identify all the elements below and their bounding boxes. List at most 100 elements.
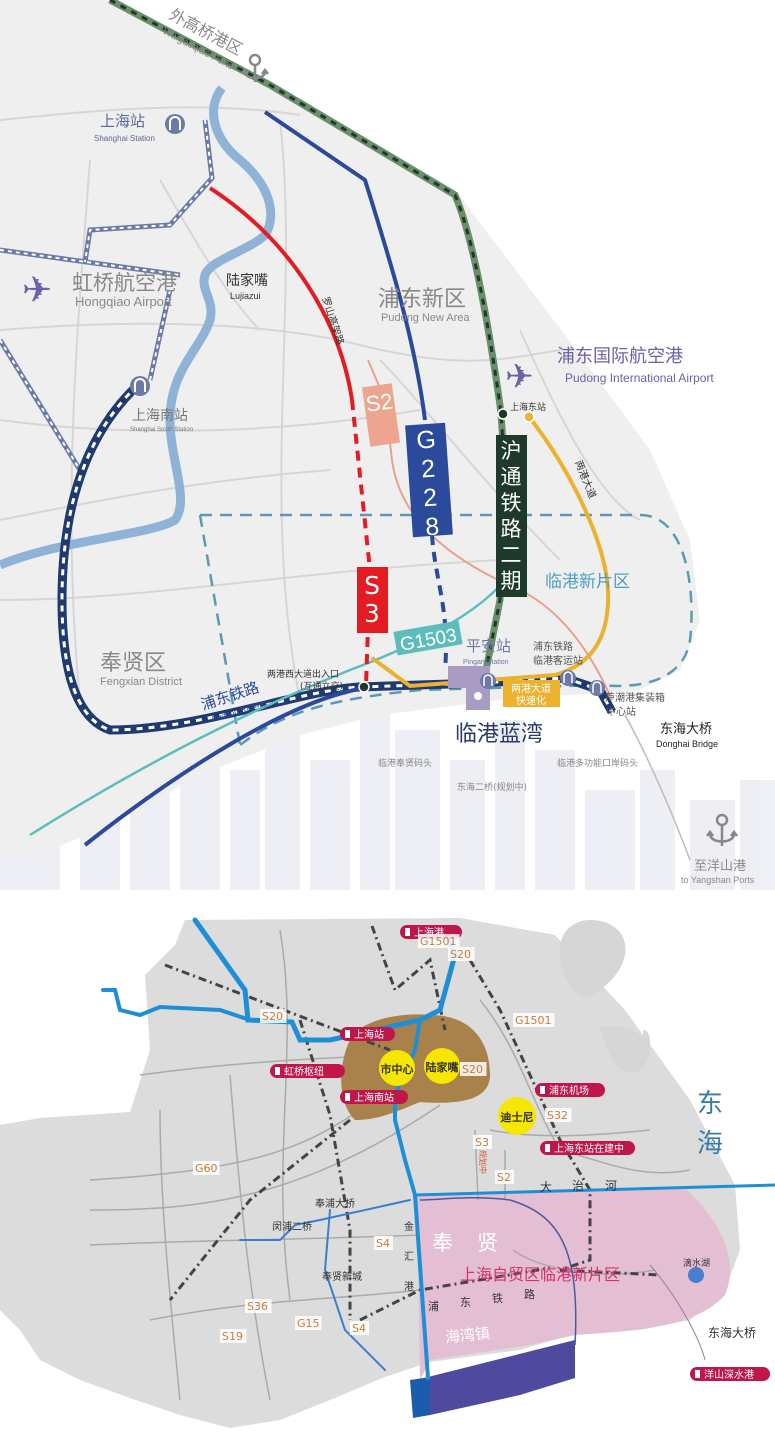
island: [643, 1030, 651, 1065]
road-label-s20: S20: [260, 1009, 287, 1023]
airplane-icon: ✈: [505, 357, 534, 397]
svg-text:治: 治: [572, 1179, 584, 1193]
city-center-marker: [379, 1050, 415, 1086]
jinhui-port-label: 金: [404, 1220, 414, 1233]
station-icon: [130, 376, 150, 396]
road-label-s4: S4: [374, 1236, 393, 1250]
interchange-stop: [358, 681, 370, 693]
svg-text:市中心: 市中心: [381, 1062, 414, 1076]
shanghai-region-map: 市中心 陆家嘴 迪士尼 上海港上海站虹桥枢纽上海南站浦东机场上海东站在建中洋山深…: [0, 910, 775, 1438]
svg-text:Donghai Bridge: Donghai Bridge: [656, 739, 718, 749]
svg-text:Pudong International Airport: Pudong International Airport: [565, 371, 714, 385]
svg-text:河: 河: [605, 1179, 617, 1193]
svg-text:临港客运站: 临港客运站: [533, 654, 583, 667]
pill-icon: [540, 1086, 545, 1094]
svg-text:上海东站在建中: 上海东站在建中: [554, 1142, 624, 1155]
island: [600, 1026, 648, 1073]
hongqiao-label: 虹桥航空港: [72, 271, 177, 295]
pill-icon: [695, 1370, 700, 1378]
huangpu-river: [101, 917, 775, 1380]
pill-icon: [545, 1144, 550, 1152]
svg-text:to Yangshan Ports: to Yangshan Ports: [681, 875, 755, 885]
airplane-icon: ✈: [22, 270, 52, 311]
island: [560, 920, 626, 997]
g228-route-label: G228: [411, 425, 448, 543]
s2-route-badge: [361, 383, 401, 447]
shanghai-east-label: 上海东站: [510, 401, 546, 413]
hutong-char: 通: [501, 465, 522, 489]
pill-hongqiao-hub: 虹桥枢纽: [270, 1064, 345, 1078]
pudong-rail-lingang-station-label: 浦东铁路: [533, 640, 573, 653]
road-label-g60: G60: [193, 1161, 220, 1175]
lingang-bay-label: 临港蓝湾: [455, 722, 543, 747]
pill-shanghai-east: 上海东站在建中: [540, 1141, 635, 1155]
svg-text:中心站: 中心站: [606, 705, 636, 718]
location-pin-icon: [474, 692, 482, 700]
yangshan-label: 至洋山港: [694, 859, 746, 874]
haiwan-town: [428, 1340, 575, 1415]
hutong-char: 二: [501, 543, 522, 567]
container-center-label: 芦潮港集装箱: [605, 691, 665, 704]
s3-char: S: [364, 571, 380, 600]
donghai-bridge-line: [649, 1264, 706, 1361]
donghai-bridge2-label: 东海二桥(规划中): [457, 781, 527, 793]
svg-text:S36: S36: [247, 1300, 268, 1313]
svg-text:G60: G60: [195, 1162, 218, 1175]
island: [608, 1040, 623, 1063]
west-exit-label: 两港西大道出入口: [267, 668, 339, 680]
s3-char: 3: [364, 599, 380, 628]
lianggang-road: [370, 416, 611, 689]
svg-text:S20: S20: [462, 1063, 483, 1076]
road-label-g1501: G1501: [418, 934, 460, 948]
fengxian-wharf-label: 临港奉贤码头: [378, 757, 432, 769]
s3-planned-note: 规划中: [478, 1150, 488, 1174]
svg-text:两港大道: 两港大道: [511, 682, 551, 695]
lianggang-express-badge: [503, 680, 560, 707]
svg-text:G1501: G1501: [420, 935, 457, 948]
road-label-s19: S19: [220, 1329, 247, 1343]
g228-line: [263, 110, 427, 421]
road-label-s32: S32: [545, 1108, 572, 1122]
shanghai-east-road-stop: [523, 411, 535, 423]
disney-marker: [498, 1097, 536, 1135]
svg-text:上海南站: 上海南站: [354, 1091, 394, 1104]
road-label-s20: S20: [460, 1062, 487, 1076]
ftz-boundary: [419, 1197, 577, 1346]
svg-text:S4: S4: [352, 1322, 366, 1335]
station-icon: [589, 680, 605, 696]
svg-text:贤: 贤: [477, 1231, 498, 1255]
coastal-road: [83, 686, 366, 847]
road-label-s20: S20: [448, 947, 475, 961]
station-icon: [165, 114, 185, 134]
svg-text:海: 海: [697, 1129, 723, 1159]
g228-route-badge: [405, 422, 453, 538]
minpu-bridge-label: 闵浦二桥: [272, 1220, 312, 1233]
pill-shanghai-station: 上海站: [340, 1027, 395, 1041]
hutong-char: 期: [501, 569, 522, 593]
svg-text:S4: S4: [376, 1237, 390, 1250]
pill-icon: [345, 1030, 350, 1038]
haiwan-label: 海湾镇: [444, 1324, 491, 1347]
svg-text:S2: S2: [497, 1171, 511, 1184]
g1503-line: [29, 579, 506, 837]
pill-icon: [405, 928, 410, 936]
donghai-bridge-label: 东海大桥: [660, 722, 712, 737]
shanghai-east-rail-stop: [497, 408, 509, 420]
svg-text:港: 港: [404, 1281, 414, 1293]
svg-text:S20: S20: [450, 948, 471, 961]
svg-text:虹桥枢纽: 虹桥枢纽: [284, 1065, 324, 1078]
fengxian-label: 奉贤区: [100, 651, 166, 676]
lujiazui-marker: [424, 1048, 460, 1084]
svg-text:S32: S32: [547, 1109, 568, 1122]
pill-yangshan: 洋山深水港: [690, 1367, 770, 1381]
multi-wharf-label: 临港多功能口岸码头: [557, 757, 638, 769]
svg-text:Shanghai Station: Shanghai Station: [94, 134, 155, 143]
road-label-g1501: G1501: [513, 1013, 555, 1027]
svg-text:Pudong New Area: Pudong New Area: [381, 312, 471, 324]
lingang-new-area-label: 临港新片区: [545, 572, 630, 592]
s3-label: S3: [364, 571, 380, 628]
lujiazui-label: 陆家嘴: [226, 272, 268, 289]
svg-text:迪士尼: 迪士尼: [501, 1110, 534, 1124]
